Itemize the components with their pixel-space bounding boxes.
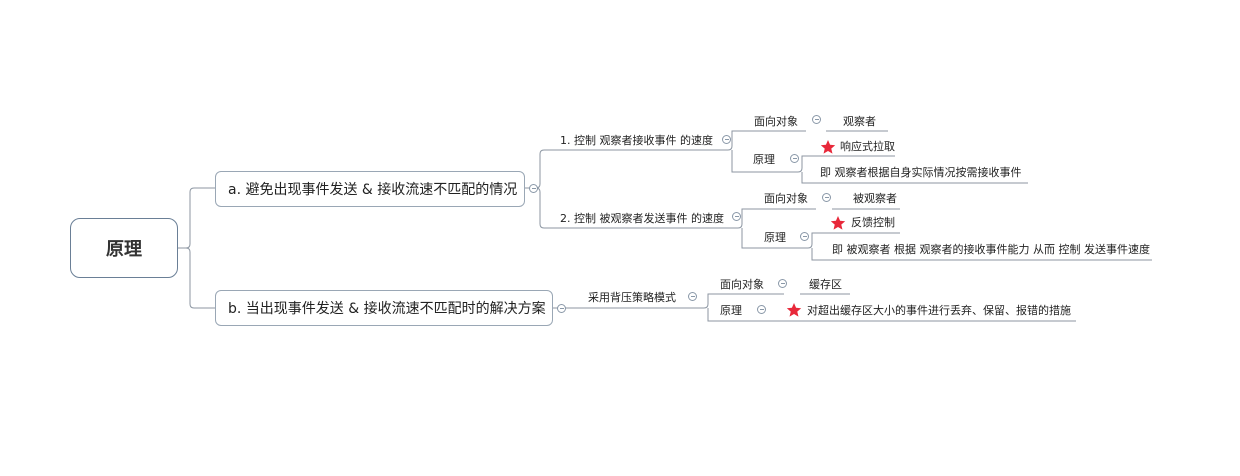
- sub-b1-principle-desc[interactable]: 对超出缓存区大小的事件进行丢弃、保留、报错的措施: [807, 304, 1071, 317]
- sub-a1-target-label[interactable]: 面向对象: [754, 115, 798, 128]
- root-node[interactable]: 原理: [70, 218, 178, 278]
- star-icon: [830, 216, 846, 230]
- sub-a2-target-label[interactable]: 面向对象: [764, 192, 808, 205]
- sub-a2-collapse-icon[interactable]: [732, 212, 741, 221]
- star-icon: [786, 303, 802, 317]
- sub-a1-principle-label[interactable]: 原理: [753, 153, 775, 166]
- star-icon: [820, 140, 836, 154]
- sub-b1-collapse-icon[interactable]: [688, 292, 697, 301]
- branch-b-node[interactable]: b. 当出现事件发送 & 接收流速不匹配时的解决方案: [215, 290, 553, 326]
- sub-a1-principle-title[interactable]: 响应式拉取: [840, 140, 895, 153]
- branch-b-label: b. 当出现事件发送 & 接收流速不匹配时的解决方案: [228, 301, 546, 317]
- sub-a1-collapse-icon[interactable]: [722, 135, 731, 144]
- sub-a1-target-collapse-icon[interactable]: [812, 115, 821, 124]
- sub-a1-principle-desc[interactable]: 即 观察者根据自身实际情况按需接收事件: [820, 166, 1022, 179]
- sub-a2-principle-title[interactable]: 反馈控制: [851, 216, 895, 229]
- sub-a2-principle-collapse-icon[interactable]: [800, 232, 809, 241]
- sub-a2-target-value[interactable]: 被观察者: [853, 192, 897, 205]
- sub-b1-target-value[interactable]: 缓存区: [809, 278, 842, 291]
- sub-b1-principle-label[interactable]: 原理: [720, 304, 742, 317]
- branch-a-label: a. 避免出现事件发送 & 接收流速不匹配的情况: [228, 182, 518, 198]
- branch-a-node[interactable]: a. 避免出现事件发送 & 接收流速不匹配的情况: [215, 171, 525, 207]
- sub-b1-label[interactable]: 采用背压策略模式: [588, 291, 676, 304]
- branch-a-collapse-icon[interactable]: [529, 184, 538, 193]
- sub-a1-principle-collapse-icon[interactable]: [790, 154, 799, 163]
- sub-b1-principle-collapse-icon[interactable]: [757, 305, 766, 314]
- sub-a2-target-collapse-icon[interactable]: [822, 193, 831, 202]
- sub-b1-target-label[interactable]: 面向对象: [720, 278, 764, 291]
- sub-a2-label[interactable]: 2. 控制 被观察者发送事件 的速度: [560, 212, 724, 225]
- sub-a1-label[interactable]: 1. 控制 观察者接收事件 的速度: [560, 134, 713, 147]
- sub-a2-principle-desc[interactable]: 即 被观察者 根据 观察者的接收事件能力 从而 控制 发送事件速度: [832, 243, 1150, 256]
- sub-a1-target-value[interactable]: 观察者: [843, 115, 876, 128]
- sub-b1-target-collapse-icon[interactable]: [778, 279, 787, 288]
- root-label: 原理: [106, 239, 142, 260]
- sub-a2-principle-label[interactable]: 原理: [764, 231, 786, 244]
- branch-b-collapse-icon[interactable]: [557, 304, 566, 313]
